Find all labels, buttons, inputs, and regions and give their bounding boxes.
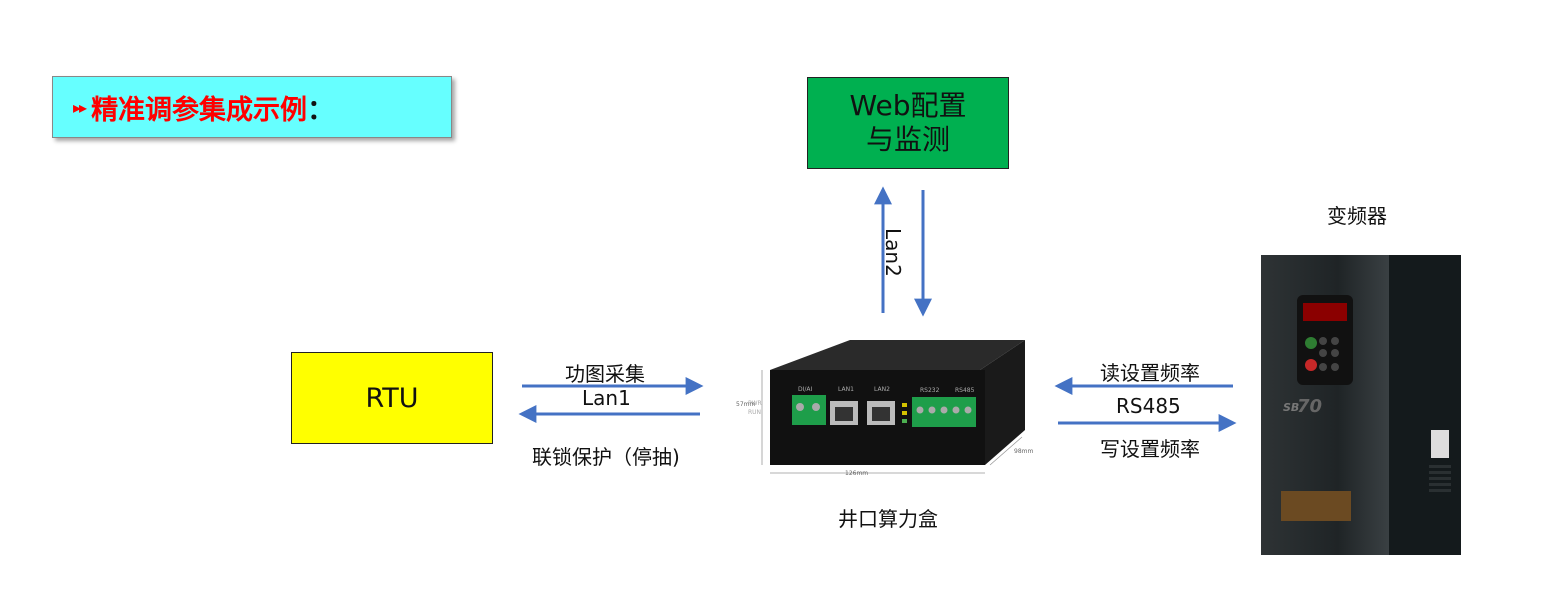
- vfd-caption: 变频器: [1327, 204, 1387, 228]
- device-dim-height: 57mm: [736, 401, 756, 408]
- right-link-mid-label: RS485: [1116, 394, 1181, 418]
- device-port-lan1: LAN1: [838, 386, 854, 393]
- device-port-run: RUN: [748, 409, 762, 416]
- edge-box-image: [761, 340, 1025, 474]
- title-text: 精准调参集成示例: [91, 94, 308, 126]
- device-port-lan2: LAN2: [874, 386, 890, 393]
- title-bullet-icon: ▸▸: [73, 97, 87, 117]
- left-link-top-label: 功图采集: [565, 362, 645, 386]
- rtu-node: RTU: [291, 352, 493, 444]
- rtu-label: RTU: [365, 382, 419, 414]
- vfd-model: 70: [1297, 396, 1323, 417]
- vfd-brand: SB: [1283, 401, 1300, 414]
- left-link-bottom-label: 联锁保护（停抽): [532, 445, 680, 469]
- device-port-pwr: PWR: [748, 400, 762, 407]
- device-port-rs485: RS485: [955, 387, 975, 394]
- device-port-diai: DI/AI: [798, 386, 813, 393]
- device-dim-width: 126mm: [845, 470, 869, 477]
- device-dim-depth: 98mm: [1014, 448, 1034, 455]
- left-link-mid-label: Lan1: [582, 386, 631, 410]
- device-caption: 井口算力盒: [838, 507, 938, 531]
- vfd-image: [1261, 255, 1461, 555]
- web-config-node: Web配置 与监测: [807, 77, 1009, 169]
- title-colon: ：: [307, 94, 335, 126]
- lan2-label: Lan2: [881, 228, 905, 277]
- right-link-top-label: 读设置频率: [1100, 361, 1200, 385]
- web-config-line2: 与监测: [865, 123, 950, 156]
- web-config-line1: Web配置: [849, 89, 967, 122]
- device-port-rs232: RS232: [920, 387, 940, 394]
- right-link-bottom-label: 写设置频率: [1100, 437, 1200, 461]
- title-banner: ▸▸ 精准调参集成示例 ：: [52, 76, 452, 138]
